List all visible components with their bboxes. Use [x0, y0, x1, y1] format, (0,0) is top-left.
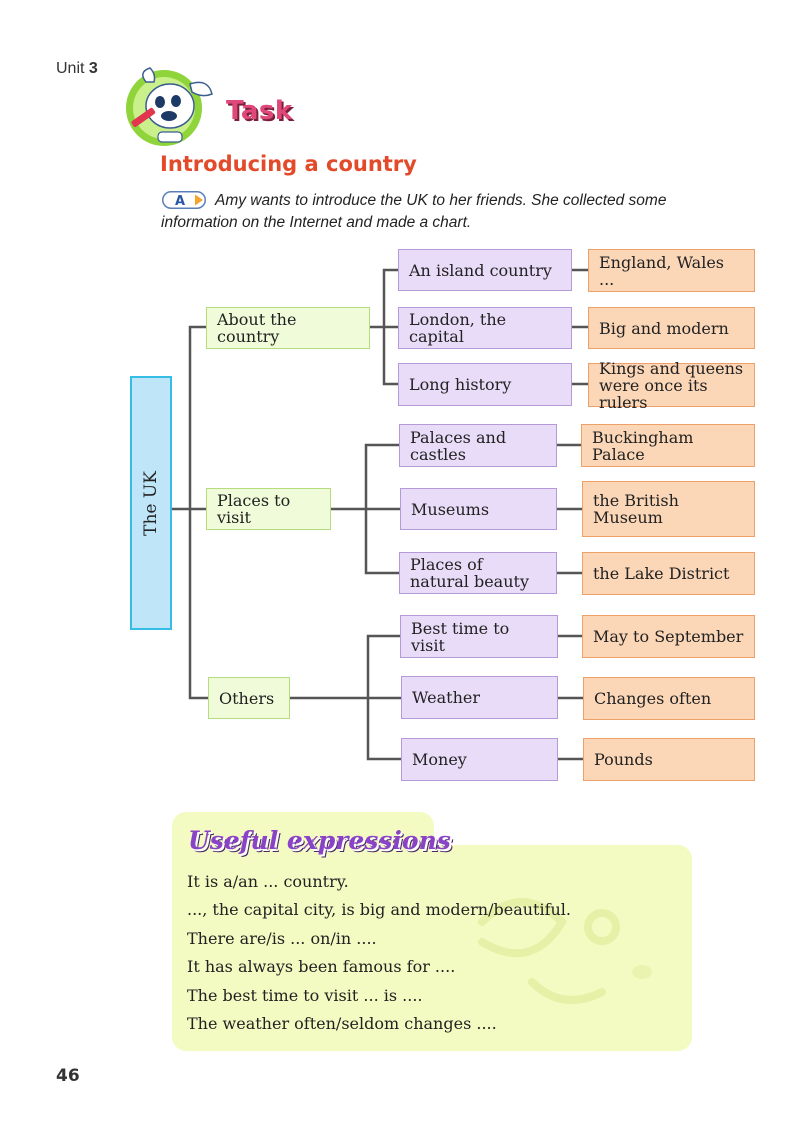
svg-text:A: A [175, 194, 185, 209]
expression-item: It is a/an ... country. [187, 872, 349, 891]
detail-pounds: Pounds [583, 738, 755, 781]
detail-england-wales: England, Wales ... [588, 249, 755, 292]
branch-others: Others [208, 677, 290, 719]
item-money: Money [401, 738, 558, 781]
branch-places-to-visit: Places to visit [206, 488, 331, 530]
expression-item: The best time to visit ... is .... [187, 985, 423, 1005]
item-an-island-country: An island country [398, 249, 572, 291]
useful-expressions-panel [172, 845, 692, 1051]
swirl-decoration-icon [478, 898, 652, 1004]
unit-label: Unit 3 [56, 60, 98, 77]
item-palaces-and-castles: Palaces and castles [399, 424, 557, 467]
useful-expressions-title: Useful expressions [188, 826, 451, 855]
detail-big-and-modern: Big and modern [588, 307, 755, 349]
dog-mascot-icon [126, 67, 213, 146]
detail-lake-district: the Lake District [582, 552, 755, 595]
detail-buckingham-palace: Buckingham Palace [581, 424, 755, 467]
detail-may-to-september: May to September [582, 615, 755, 658]
section-a-badge-icon: A [162, 191, 206, 209]
detail-changes-often: Changes often [583, 677, 755, 720]
detail-kings-and-queens: Kings and queens were once its rulers [588, 360, 755, 411]
branch-about-the-country: About the country [206, 307, 370, 349]
detail-british-museum: the British Museum [582, 481, 755, 537]
section-title: Introducing a country [160, 152, 417, 176]
item-long-history: Long history [398, 363, 572, 406]
expressions-list: It is a/an ... country. ..., the capital… [187, 868, 571, 1038]
expression-item: It has always been famous for .... [187, 957, 456, 977]
chart-root-the-uk: The UK [130, 376, 172, 630]
expression-item: The weather often/seldom changes .... [187, 1013, 497, 1033]
unit-number: 3 [88, 60, 98, 77]
page-number: 46 [56, 1066, 80, 1086]
intro-text: Amy wants to introduce the UK to her fri… [161, 192, 667, 231]
expression-item: There are/is ... on/in .... [187, 928, 377, 948]
task-title: Task [226, 96, 293, 126]
item-museums: Museums [400, 488, 557, 530]
expression-item: ..., the capital city, is big and modern… [187, 900, 572, 920]
item-weather: Weather [401, 676, 558, 719]
item-places-of-natural-beauty: Places of natural beauty [399, 552, 557, 594]
item-london-the-capital: London, the capital [398, 307, 572, 349]
item-best-time-to-visit: Best time to visit [400, 615, 558, 658]
